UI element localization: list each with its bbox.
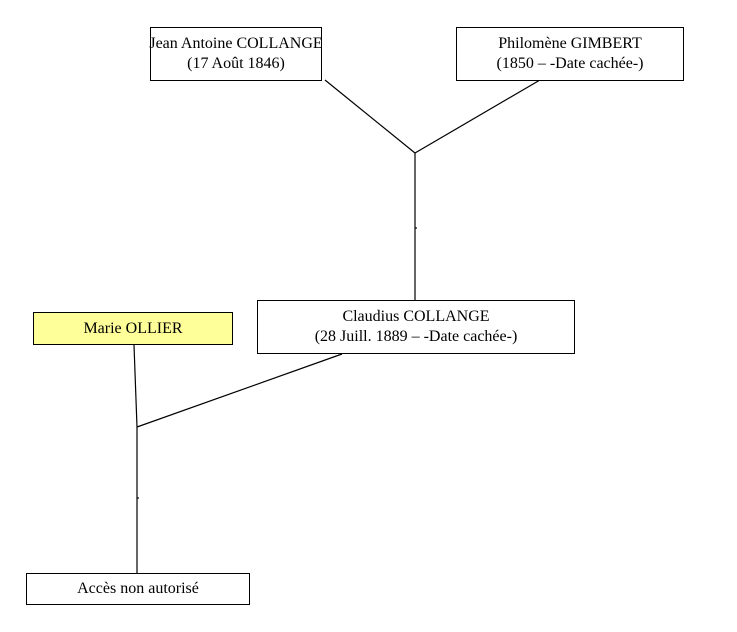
person-box-claudius-collange[interactable]: Claudius COLLANGE (28 Juill. 1889 – -Dat… xyxy=(257,300,575,354)
person-name: Jean Antoine COLLANGE xyxy=(149,35,323,52)
person-box-marie-ollier[interactable]: Marie OLLIER xyxy=(33,312,233,345)
person-name: Claudius COLLANGE xyxy=(342,308,490,325)
person-name: Accès non autorisé xyxy=(77,580,199,597)
person-dates: (28 Juill. 1889 – -Date cachée-) xyxy=(314,328,518,345)
person-box-jean-antoine-collange[interactable]: Jean Antoine COLLANGE (17 Août 1846) xyxy=(149,27,323,81)
person-dates: (1850 – -Date cachée-) xyxy=(496,55,644,72)
connector-philomene xyxy=(414,79,541,154)
connector-marie xyxy=(133,344,138,428)
person-box-acces-non-autorise[interactable]: Accès non autorisé xyxy=(26,573,250,605)
person-name: Marie OLLIER xyxy=(83,319,183,337)
person-dates: (17 Août 1846) xyxy=(187,55,285,72)
person-name: Philomène GIMBERT xyxy=(498,35,642,52)
connector-jean-antoine xyxy=(324,79,416,154)
person-box-philomene-gimbert[interactable]: Philomène GIMBERT (1850 – -Date cachée-) xyxy=(456,27,684,81)
connector-claudius xyxy=(136,353,343,428)
